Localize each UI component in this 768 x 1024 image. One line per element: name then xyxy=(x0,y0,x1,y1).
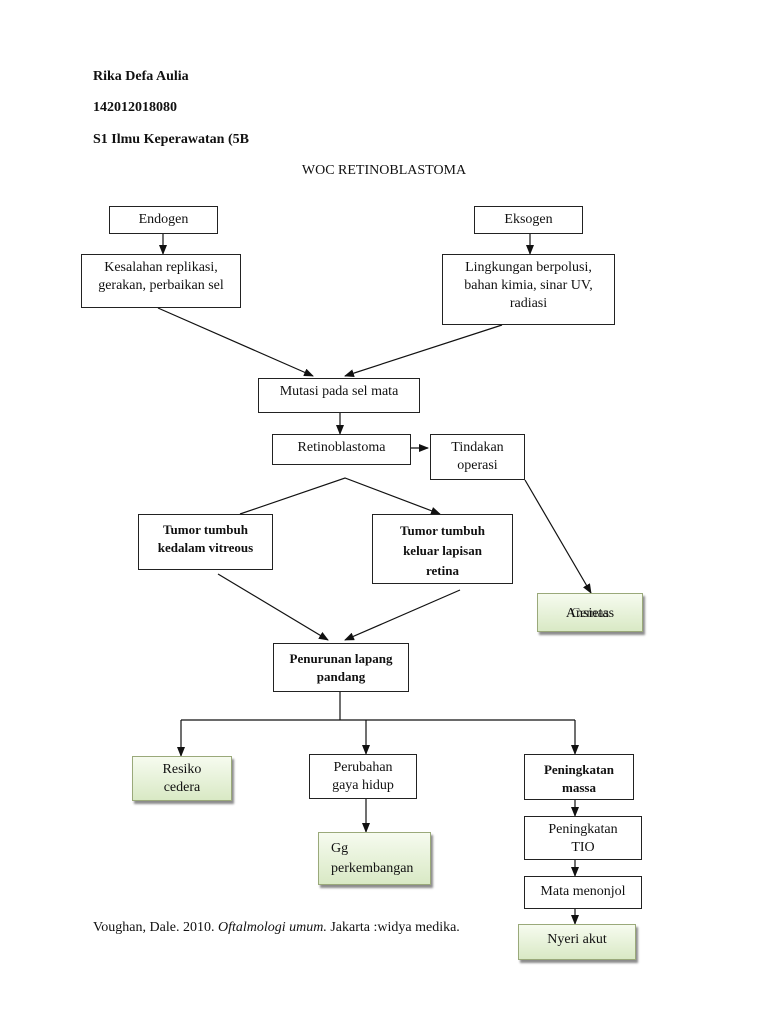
node-penurunan-lapang-pandang: Penurunan lapang pandang xyxy=(273,643,409,692)
node-eksogen: Eksogen xyxy=(474,206,583,234)
node-kesalahan-replikasi: Kesalahan replikasi, gerakan, perbaikan … xyxy=(81,254,241,308)
arrow-tindakan-to-ansietas xyxy=(524,479,592,594)
arrow-kesalahan-to-mutasi xyxy=(157,307,314,377)
node-resiko-cedera: Resiko cedera xyxy=(132,756,232,801)
label-ansietas: Ansietas xyxy=(565,606,615,621)
author-name: Rika Defa Aulia xyxy=(93,69,189,84)
node-tumor-retina: Tumor tumbuh keluar lapisan retina xyxy=(372,514,513,584)
branch-retinoblastoma-split xyxy=(239,477,441,515)
reference: Voughan, Dale. 2010. Oftalmologi umum. J… xyxy=(93,920,460,936)
node-peningkatan-tio: Peningkatan TIO xyxy=(524,816,642,860)
node-retinoblastoma: Retinoblastoma xyxy=(272,434,411,465)
arrow-vitreous-to-penurunan xyxy=(217,573,329,641)
node-mata-menonjol: Mata menonjol xyxy=(524,876,642,909)
node-ansietas: Ansietas Cemas xyxy=(537,593,643,632)
diagram-title: WOC RETINOBLASTOMA xyxy=(301,163,467,178)
study-program: S1 Ilmu Keperawatan (5B xyxy=(93,132,249,147)
arrow-lingkungan-to-mutasi xyxy=(344,324,503,378)
node-peningkatan-massa: Peningkatan massa xyxy=(524,754,634,800)
node-gg-perkembangan: Gg perkembangan xyxy=(318,832,431,885)
node-lingkungan: Lingkungan berpolusi, bahan kimia, sinar… xyxy=(442,254,615,325)
node-tumor-vitreous: Tumor tumbuh kedalam vitreous xyxy=(138,514,273,570)
node-tindakan-operasi: Tindakan operasi xyxy=(430,434,525,480)
node-mutasi: Mutasi pada sel mata xyxy=(258,378,420,413)
reference-publisher: Jakarta :widya medika. xyxy=(330,920,460,935)
node-nyeri-akut: Nyeri akut xyxy=(518,924,636,960)
student-id: 142012018080 xyxy=(93,100,177,115)
reference-book: Oftalmologi umum. xyxy=(217,920,327,935)
reference-author: Voughan, Dale. 2010. xyxy=(93,920,215,935)
node-perubahan-gaya-hidup: Perubahan gaya hidup xyxy=(309,754,417,799)
node-endogen: Endogen xyxy=(109,206,218,234)
label-cemas: Cemas xyxy=(570,606,610,621)
arrow-retina-to-penurunan xyxy=(344,589,461,641)
